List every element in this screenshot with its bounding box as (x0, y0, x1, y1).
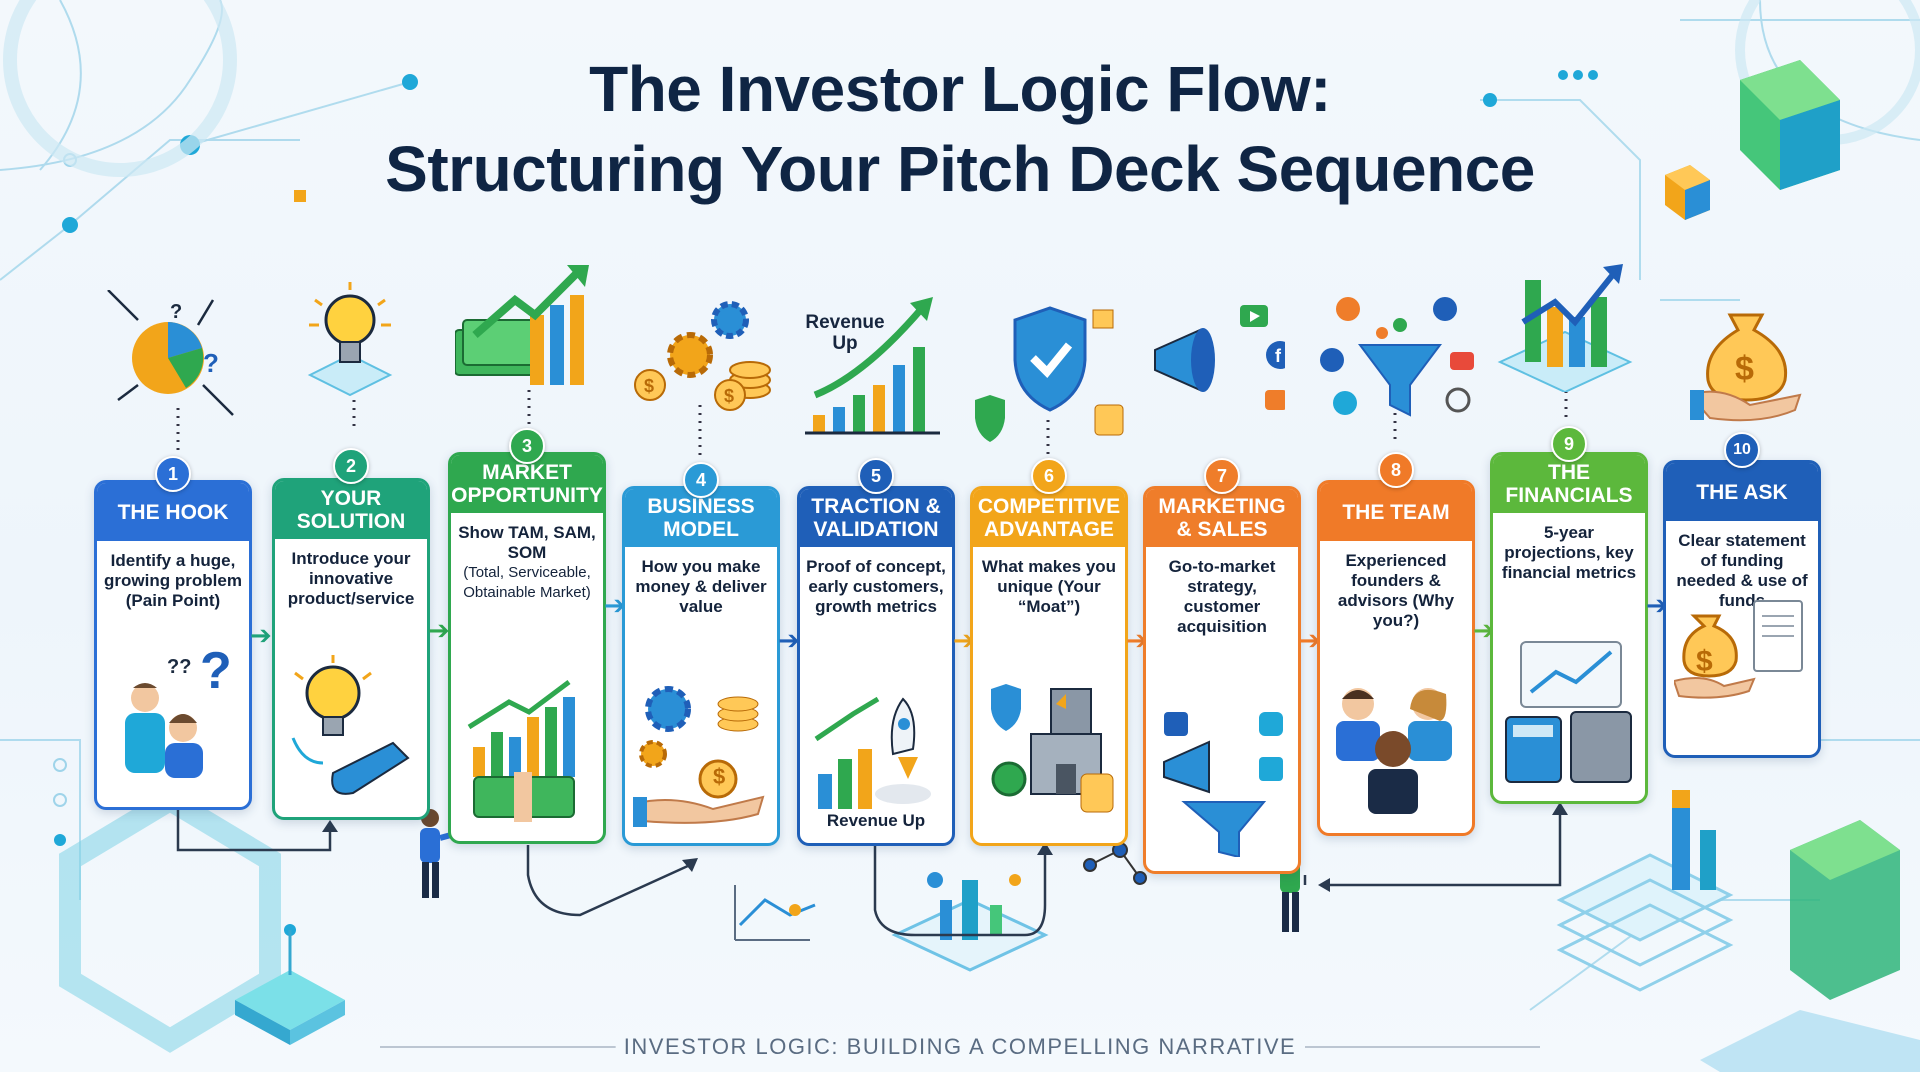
question-mark: ? (200, 643, 232, 700)
step-number-badge: 2 (333, 448, 369, 484)
step-illustration-8 (1336, 688, 1452, 814)
footer-tagline: INVESTOR LOGIC: BUILDING A COMPELLING NA… (623, 1034, 1297, 1059)
flow-arrow-icon: ➔ (604, 590, 626, 620)
svg-text:$: $ (644, 376, 654, 396)
step-number-badge: 4 (683, 462, 719, 498)
money-bag-hand-icon: $ (1690, 313, 1802, 422)
step-card-4: BUSINESS MODEL How you make money & deliv… (622, 486, 780, 846)
step-illustration-1 (125, 683, 203, 778)
step-card-2: YOUR SOLUTION Introduce your innovative p… (272, 478, 430, 820)
step-title: THE HOOK (97, 483, 249, 541)
step-description: Introduce your innovative product/servic… (275, 539, 427, 609)
step-title: MARKET OPPORTUNITY (451, 455, 603, 513)
question-mark: ?? (167, 656, 191, 678)
step-number-badge: 3 (509, 428, 545, 464)
step-illustration-7 (1163, 712, 1283, 857)
step-description: How you make money & deliver value (625, 547, 777, 617)
step-description: Experienced founders & advisors (Why you… (1320, 541, 1472, 631)
step-card-9: THE FINANCIALS 5-year projections, key fi… (1490, 452, 1648, 804)
step-description: Proof of concept, early customers, growt… (800, 547, 952, 617)
step-title: COMPETITIVE ADVANTAGE (973, 489, 1125, 547)
step-description-main: Experienced founders & advisors (Why you… (1337, 551, 1455, 630)
flow-arrow-icon: ➔ (953, 625, 975, 655)
step-title: TRACTION & VALIDATION (800, 489, 952, 547)
step-marks-1: ??? (167, 643, 232, 700)
step-description-main: What makes you unique (Your “Moat”) (981, 557, 1117, 616)
flow-arrow-icon: ➔ (1299, 625, 1321, 655)
dollar-sign: $ (1696, 645, 1713, 678)
title-line-2: Structuring Your Pitch Deck Sequence (385, 133, 1535, 205)
step-coin-label-10: $ (1696, 645, 1713, 678)
step-title: THE TEAM (1320, 483, 1472, 541)
step-illustration-10 (1674, 600, 1803, 699)
step-card-5: TRACTION & VALIDATION Proof of concept, e… (797, 486, 955, 846)
step-illustration-9 (1505, 641, 1632, 783)
svg-text:?: ? (203, 348, 219, 378)
step-card-10: THE ASK Clear statement of funding needed… (1663, 460, 1821, 758)
step-description-main: Identify a huge, growing problem (Pain P… (104, 551, 242, 610)
step-description: What makes you unique (Your “Moat”) (973, 547, 1125, 617)
step-description-main: How you make money & deliver value (635, 557, 767, 616)
step-number-badge: 9 (1551, 426, 1587, 462)
step-card-1: THE HOOK Identify a huge, growing problem… (94, 480, 252, 810)
step-description: 5-year projections, key financial metric… (1493, 513, 1645, 583)
step-illustration-5 (814, 696, 931, 809)
megaphone-social-icon: f (1154, 305, 1285, 410)
step-card-7: MARKETING & SALES Go-to-market strategy, … (1143, 486, 1301, 874)
step-illustration-4 (633, 686, 765, 827)
flow-arrow-icon: ➔ (778, 625, 800, 655)
pie-chart-question-icon: ? ? (107, 290, 234, 416)
revenue-chart-icon (805, 297, 940, 435)
money-growth-icon (455, 265, 589, 385)
title-line-1: The Investor Logic Flow: (589, 53, 1331, 125)
gears-coins-icon: $ $ (634, 301, 771, 411)
step-number-badge: 7 (1204, 458, 1240, 494)
step-number-badge: 6 (1031, 458, 1067, 494)
step-description: Clear statement of funding needed & use … (1666, 521, 1818, 611)
step-description-sub: (Total, Serviceable, Obtainable Market) (463, 564, 591, 601)
step-description: Show TAM, SAM, SOM(Total, Serviceable, O… (451, 513, 603, 603)
lightbulb-icon (307, 282, 393, 397)
step-description-main: Go-to-market strategy, customer acquisit… (1168, 557, 1276, 636)
step-card-8: THE TEAM Experienced founders & advisors … (1317, 480, 1475, 836)
step-illustration-6 (991, 684, 1114, 813)
step-title: THE ASK (1666, 463, 1818, 521)
flow-arrow-icon: ➔ (1646, 590, 1668, 620)
shield-check-icon (975, 306, 1124, 442)
dollar-sign: $ (713, 764, 725, 789)
step-description-main: Introduce your innovative product/servic… (287, 549, 415, 608)
step-footer-label: Revenue Up (826, 811, 926, 830)
step-title: MARKETING & SALES (1146, 489, 1298, 547)
svg-text:?: ? (170, 301, 182, 323)
svg-text:$: $ (1735, 350, 1754, 388)
step-description-main: Proof of concept, early customers, growt… (806, 557, 946, 616)
step-number-badge: 1 (155, 456, 191, 492)
flow-arrow-icon: ➔ (1126, 625, 1148, 655)
step-description: Identify a huge, growing problem (Pain P… (97, 541, 249, 611)
svg-text:$: $ (724, 386, 734, 406)
step-number-badge: 5 (858, 458, 894, 494)
flow-arrow-icon: ➔ (428, 615, 450, 645)
step-description-main: Clear statement of funding needed & use … (1676, 531, 1808, 610)
step-card-6: COMPETITIVE ADVANTAGE What makes you uniq… (970, 486, 1128, 846)
step-number-badge: 10 (1724, 432, 1760, 468)
step-title: BUSINESS MODEL (625, 489, 777, 547)
step-title: YOUR SOLUTION (275, 481, 427, 539)
flow-arrow-icon: ➔ (250, 620, 272, 650)
step-description-main: 5-year projections, key financial metric… (1501, 523, 1637, 582)
revenue-up-top-label: Revenue Up (805, 312, 885, 354)
step-title: THE FINANCIALS (1493, 455, 1645, 513)
funnel-social-icon (1320, 297, 1474, 417)
financial-chart-icon (1497, 264, 1633, 392)
step-coin-label-4: $ (713, 764, 725, 789)
svg-text:f: f (1275, 346, 1282, 366)
flow-arrow-icon: ➔ (1473, 615, 1495, 645)
step-description-main: Show TAM, SAM, SOM (458, 523, 596, 562)
step-number-badge: 8 (1378, 452, 1414, 488)
step-illustration-2 (291, 655, 410, 795)
step-description: Go-to-market strategy, customer acquisit… (1146, 547, 1298, 637)
step-illustration-3 (467, 680, 575, 822)
